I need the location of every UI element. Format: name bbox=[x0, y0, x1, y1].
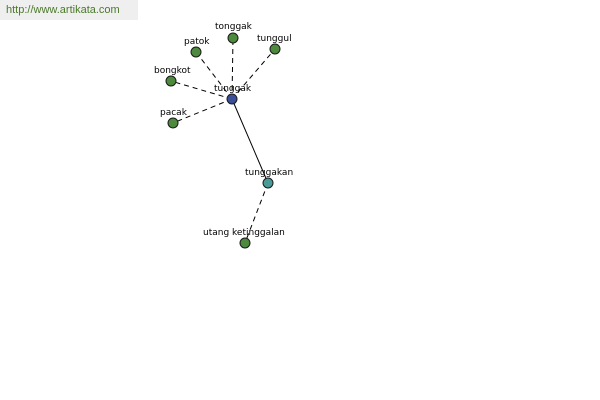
node-tunggul[interactable] bbox=[269, 43, 281, 55]
edge-tunggak_center-tonggak bbox=[231, 37, 234, 100]
edge-tunggak_center-patok bbox=[195, 51, 233, 100]
edge-tunggak_center-tunggul bbox=[231, 48, 276, 100]
edge-tunggakan-utang_ketinggalan bbox=[244, 182, 269, 244]
node-tonggak[interactable] bbox=[227, 32, 239, 44]
node-label-tunggak-center: tunggak bbox=[214, 84, 252, 94]
nodes-layer bbox=[165, 32, 281, 249]
node-utang-ketinggalan[interactable] bbox=[239, 237, 251, 249]
node-patok[interactable] bbox=[190, 46, 202, 58]
edge-tunggak_center-pacak bbox=[172, 98, 233, 124]
node-pacak[interactable] bbox=[167, 117, 179, 129]
node-label-tonggak: tonggak bbox=[215, 22, 253, 32]
node-tunggak-center[interactable] bbox=[226, 93, 238, 105]
labels-layer: tunggak tonggak patok tunggul bongkot pacak tu… bbox=[154, 22, 293, 238]
node-tunggakan[interactable] bbox=[262, 177, 274, 189]
node-label-tunggakan: tunggakan bbox=[245, 168, 293, 178]
watermark-url: http://www.artikata.com bbox=[0, 0, 138, 20]
edges-layer bbox=[170, 37, 276, 244]
edge-tunggak_center-bongkot bbox=[170, 80, 233, 100]
node-label-patok: patok bbox=[184, 37, 210, 47]
node-label-bongkot: bongkot bbox=[154, 66, 191, 76]
edge-tunggak_center-tunggakan bbox=[231, 98, 269, 184]
node-label-pacak: pacak bbox=[160, 108, 188, 118]
node-bongkot[interactable] bbox=[165, 75, 177, 87]
node-label-tunggul: tunggul bbox=[257, 34, 292, 44]
node-label-utang-ketinggalan: utang ketinggalan bbox=[203, 228, 285, 238]
